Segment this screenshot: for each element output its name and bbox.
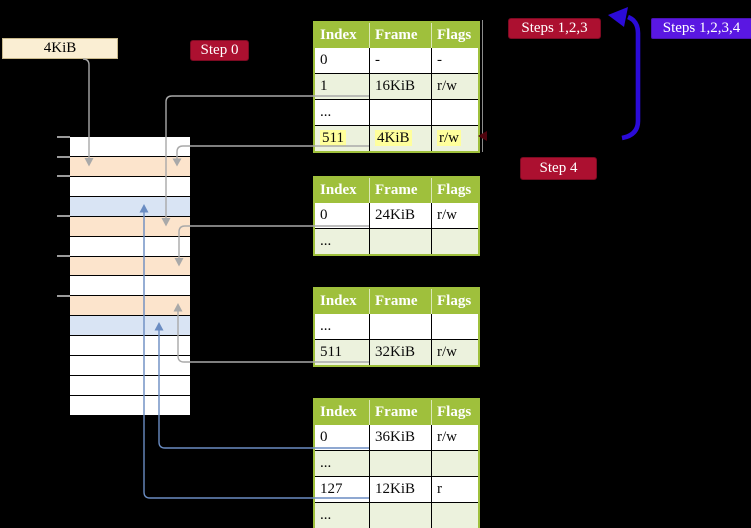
col-header-frame: Frame <box>369 400 431 425</box>
cell-flags <box>431 314 478 339</box>
steps-123-badge: Steps 1,2,3 <box>508 18 601 39</box>
col-header-flags: Flags <box>431 289 478 314</box>
table-row: ... <box>315 228 478 254</box>
cell-index: 1 <box>320 78 328 94</box>
cell-index: 511 <box>320 344 342 360</box>
cell-index: ... <box>320 455 332 471</box>
col-header-flags: Flags <box>431 400 478 425</box>
memory-frame-row-orange <box>70 156 190 177</box>
table-row: 0 36KiB r/w <box>315 425 478 450</box>
page-table-1: Index Frame Flags 0 - - 1 16KiB r/w ... … <box>313 21 480 153</box>
table-row: 0 24KiB r/w <box>315 203 478 228</box>
cell-flags <box>431 451 478 476</box>
memory-frame-row-blue <box>70 196 190 217</box>
table-row: ... <box>315 450 478 476</box>
cell-frame: 32KiB <box>369 340 431 365</box>
cell-index: ... <box>320 233 332 249</box>
cell-flags: - <box>431 48 478 73</box>
cell-frame <box>369 451 431 476</box>
tick-mark <box>57 156 70 158</box>
table-header-row: Index Frame Flags <box>315 400 478 425</box>
memory-frame-row-white <box>70 137 190 157</box>
tick-mark <box>57 255 70 257</box>
cell-frame: - <box>369 48 431 73</box>
table-row: 1 16KiB r/w <box>315 73 478 99</box>
table-row: ... <box>315 502 478 528</box>
col-header-frame: Frame <box>369 23 431 48</box>
cell-index: 0 <box>320 52 328 68</box>
step-0-badge: Step 0 <box>190 40 249 61</box>
cell-index: 0 <box>320 429 328 445</box>
cell-frame <box>369 503 431 528</box>
tick-mark <box>57 175 70 177</box>
arrowhead-upleft-icon <box>608 7 628 27</box>
memory-frame-row-white <box>70 356 190 377</box>
highlight-mark: r/w <box>437 130 461 146</box>
table-row: ... <box>315 314 478 339</box>
cell-flags <box>431 100 478 125</box>
memory-frame-row-white <box>70 236 190 257</box>
page-table-3: Index Frame Flags ... 511 32KiB r/w <box>313 287 480 367</box>
table-header-row: Index Frame Flags <box>315 289 478 314</box>
col-header-flags: Flags <box>431 23 478 48</box>
col-header-flags: Flags <box>431 178 478 203</box>
cell-index: ... <box>320 104 332 120</box>
table-row: 511 32KiB r/w <box>315 339 478 365</box>
cell-flags: r/w <box>431 340 478 365</box>
cell-frame: 4KiB <box>369 126 431 151</box>
frame-size-label: 4KiB <box>2 38 118 59</box>
cell-index: 0 <box>320 207 328 223</box>
table-row: 127 12KiB r <box>315 476 478 502</box>
memory-frame-row-white <box>70 176 190 197</box>
memory-frame-row-orange <box>70 296 190 317</box>
memory-stack <box>70 137 190 415</box>
cell-frame: 12KiB <box>369 477 431 502</box>
cell-frame: 24KiB <box>369 203 431 228</box>
cell-frame <box>369 229 431 254</box>
cell-flags: r/w <box>431 126 478 151</box>
step-4-badge: Step 4 <box>520 157 597 180</box>
highlight-mark: 511 <box>320 130 346 146</box>
memory-frame-row-white <box>70 336 190 357</box>
cell-frame: 16KiB <box>369 74 431 99</box>
cell-flags: r/w <box>431 425 478 450</box>
memory-frame-row-orange <box>70 256 190 277</box>
memory-frame-row-blue <box>70 316 190 337</box>
cell-frame <box>369 100 431 125</box>
table-row: ... <box>315 99 478 125</box>
cell-index: ... <box>320 507 332 523</box>
table-row: 0 - - <box>315 48 478 73</box>
cell-index: 511 <box>315 126 369 151</box>
col-header-index: Index <box>320 182 357 198</box>
table-header-row: Index Frame Flags <box>315 178 478 203</box>
col-header-frame: Frame <box>369 289 431 314</box>
cell-flags <box>431 229 478 254</box>
cell-frame <box>369 314 431 339</box>
cell-flags: r <box>431 477 478 502</box>
table-row-highlighted: 511 4KiB r/w <box>315 125 478 151</box>
tick-mark <box>57 295 70 297</box>
cell-flags: r/w <box>431 203 478 228</box>
cell-flags: r/w <box>431 74 478 99</box>
table-header-row: Index Frame Flags <box>315 23 478 48</box>
page-table-4: Index Frame Flags 0 36KiB r/w ... 127 12… <box>313 398 480 528</box>
memory-frame-row-white <box>70 376 190 396</box>
col-header-index: Index <box>320 27 357 43</box>
steps-1234-badge: Steps 1,2,3,4 <box>651 18 751 39</box>
cell-index: ... <box>320 318 332 334</box>
memory-frame-row-white <box>70 276 190 297</box>
tick-mark <box>57 215 70 217</box>
steps-flow-arrow <box>621 14 641 141</box>
cell-frame: 36KiB <box>369 425 431 450</box>
cell-flags <box>431 503 478 528</box>
col-header-frame: Frame <box>369 178 431 203</box>
page-table-2: Index Frame Flags 0 24KiB r/w ... <box>313 176 480 256</box>
col-header-index: Index <box>320 293 357 309</box>
tick-mark <box>57 136 70 138</box>
highlight-mark: 4KiB <box>375 130 412 146</box>
col-header-index: Index <box>320 404 357 420</box>
cell-index: 127 <box>320 481 343 497</box>
memory-frame-row-orange <box>70 216 190 237</box>
memory-frame-row-white <box>70 395 190 415</box>
